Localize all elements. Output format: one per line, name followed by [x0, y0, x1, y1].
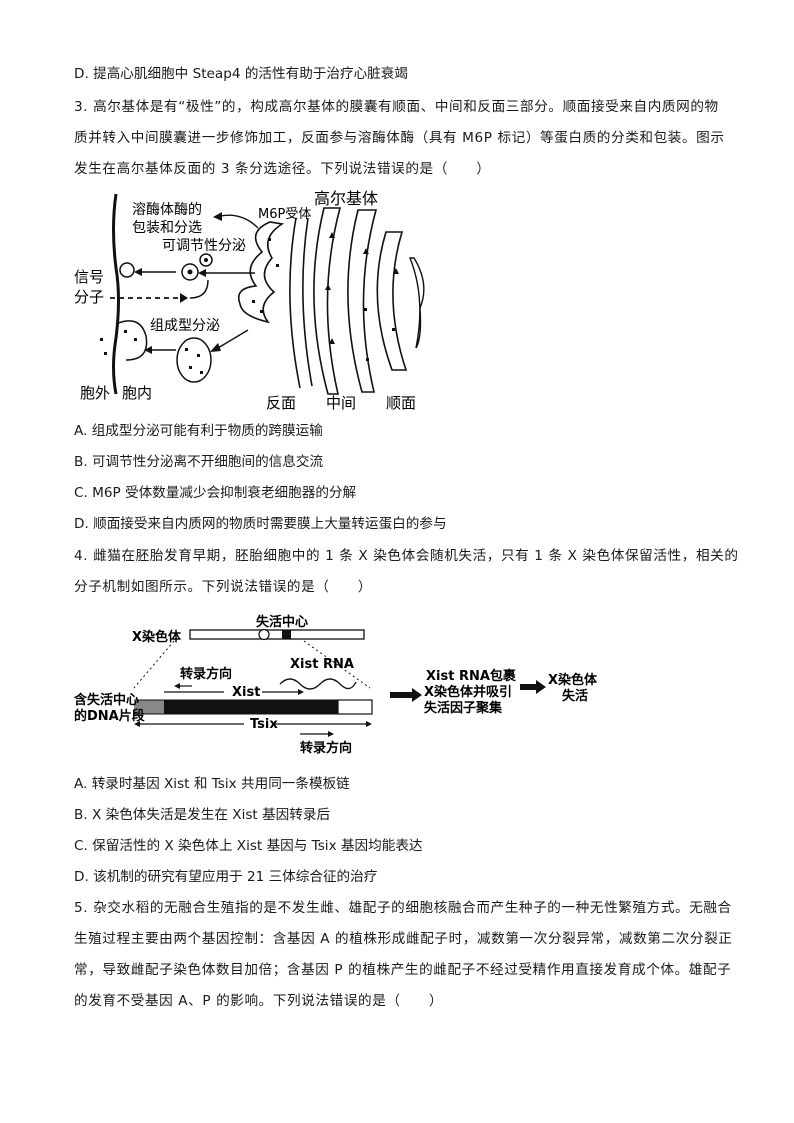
- xist-label: Xist: [232, 685, 260, 700]
- q4-option-a: A. 转录时基因 Xist 和 Tsix 共用同一条模板链: [74, 776, 350, 792]
- inside-label: 胞内: [122, 384, 152, 402]
- option-d-prev: D. 提高心肌细胞中 Steap4 的活性有助于治疗心脏衰竭: [74, 66, 408, 82]
- regulated-label: 可调节性分泌: [162, 238, 246, 254]
- q5-stem-line1: 5. 杂交水稻的无融合生殖指的是不发生雌、雄配子的细胞核融合而产生种子的一种无性…: [74, 900, 732, 916]
- step1-label-1: Xist RNA包裹: [426, 668, 517, 684]
- q3-option-b: B. 可调节性分泌离不开细胞间的信息交流: [74, 454, 324, 470]
- dna-fragment-label-1: 含失活中心: [74, 692, 139, 708]
- q4-option-c: C. 保留活性的 X 染色体上 Xist 基因与 Tsix 基因均能表达: [74, 838, 423, 854]
- q3-stem-line1: 3. 高尔基体是有“极性”的，构成高尔基体的膜囊有顺面、中间和反面三部分。顺面接…: [74, 99, 719, 115]
- q4-stem-line1: 4. 雌猫在胚胎发育早期，胚胎细胞中的 1 条 X 染色体会随机失活，只有 1 …: [74, 548, 739, 564]
- lysosome-label-2: 包装和分选: [132, 220, 202, 236]
- constitutive-label: 组成型分泌: [150, 318, 220, 334]
- q3-option-d: D. 顺面接受来自内质网的物质时需要膜上大量转运蛋白的参与: [74, 516, 447, 532]
- x-inactivation-figure: X染色体 失活中心 转录方向 Xist RNA Xist 含失活中心 的DNA片…: [74, 614, 598, 756]
- medial-label: 中间: [326, 394, 356, 412]
- inactivation-center-label: 失活中心: [256, 614, 308, 630]
- signal-label-1: 信号: [74, 268, 104, 286]
- q3-option-c: C. M6P 受体数量减少会抑制衰老细胞器的分解: [74, 485, 357, 501]
- step1-label-3: 失活因子聚集: [424, 700, 503, 716]
- q5-stem-line2: 生殖过程主要由两个基因控制：含基因 A 的植株形成雌配子时，减数第一次分裂异常，…: [74, 931, 733, 947]
- step1-label-2: X染色体并吸引: [424, 684, 512, 700]
- step2-label-1: X染色体: [548, 672, 598, 688]
- x-chromosome-label: X染色体: [132, 629, 182, 645]
- transcription-dir-top: 转录方向: [180, 666, 232, 682]
- signal-label-2: 分子: [74, 288, 104, 306]
- dna-fragment-label-2: 的DNA片段: [74, 708, 145, 724]
- m6p-label: M6P受体: [258, 207, 311, 222]
- q5-stem-line4: 的发育不受基因 A、P 的影响。下列说法错误的是（ ）: [74, 993, 444, 1009]
- golgi-label: 高尔基体: [314, 189, 378, 208]
- q4-option-b: B. X 染色体失活是发生在 Xist 基因转录后: [74, 807, 331, 823]
- cis-label: 顺面: [386, 394, 416, 412]
- tsix-label: Tsix: [250, 717, 278, 732]
- xist-rna-label: Xist RNA: [290, 657, 354, 672]
- q4-option-d: D. 该机制的研究有望应用于 21 三体综合征的治疗: [74, 869, 378, 885]
- q3-stem-line2: 质并转入中间膜囊进一步修饰加工，反面参与溶酶体酶（具有 M6P 标记）等蛋白质的…: [74, 130, 725, 146]
- trans-label: 反面: [266, 394, 296, 412]
- q5-stem-line3: 常，导致雌配子染色体数目加倍；含基因 P 的植株产生的雌配子不经过受精作用直接发…: [74, 962, 732, 978]
- step2-label-2: 失活: [562, 688, 588, 704]
- q4-stem-line2: 分子机制如图所示。下列说法错误的是（ ）: [74, 579, 373, 595]
- q3-stem-line3: 发生在高尔基体反面的 3 条分选途径。下列说法错误的是（ ）: [74, 161, 491, 177]
- q3-option-a: A. 组成型分泌可能有利于物质的跨膜运输: [74, 423, 323, 439]
- transcription-dir-bottom: 转录方向: [300, 740, 352, 756]
- lysosome-label-1: 溶酶体酶的: [132, 202, 202, 218]
- outside-label: 胞外: [80, 384, 110, 402]
- golgi-figure: 胞外 胞内 信号 分子 溶酶体酶的 包装和分选 可调节性分泌 M6P受体 高尔基…: [74, 189, 425, 412]
